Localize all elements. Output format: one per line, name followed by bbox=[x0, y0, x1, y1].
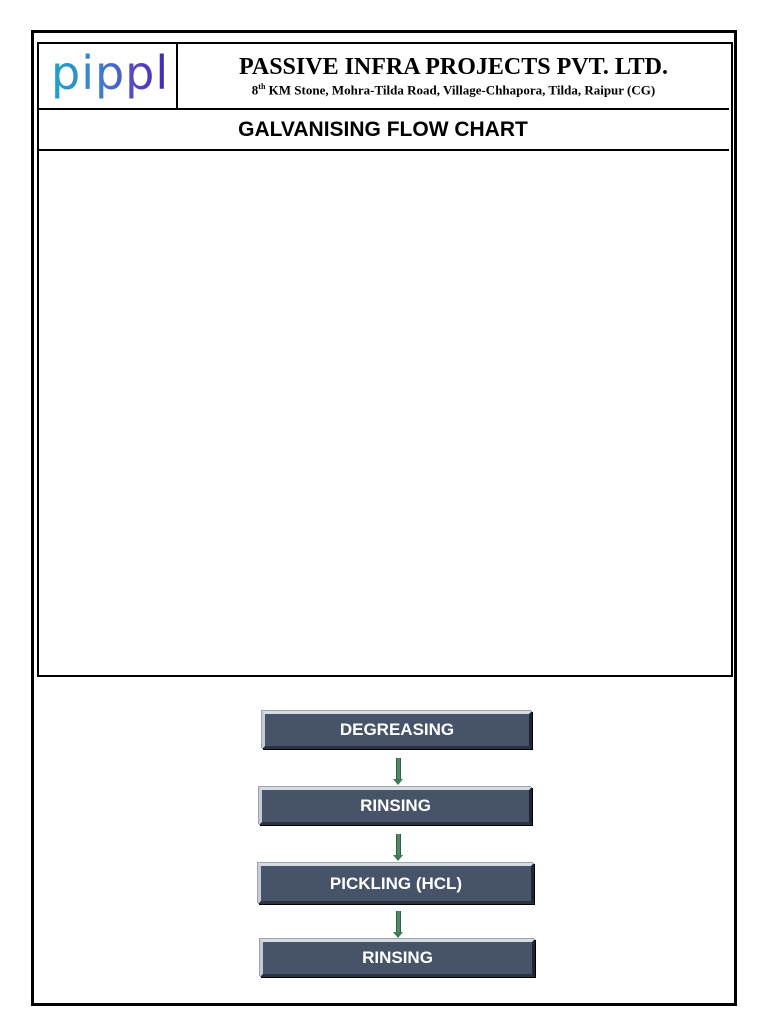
flow-step-pickling: PICKLING (HCL) bbox=[258, 863, 534, 904]
letterhead: pippl PASSIVE INFRA PROJECTS PVT. LTD. 8… bbox=[37, 42, 729, 110]
content-frame bbox=[37, 42, 733, 677]
down-arrow-icon bbox=[393, 911, 403, 938]
logo-cell: pippl bbox=[37, 42, 178, 108]
flow-step-rinsing-2: RINSING bbox=[260, 939, 535, 977]
flow-step-label: DEGREASING bbox=[339, 720, 455, 739]
flow-step-degreasing: DEGREASING bbox=[262, 711, 532, 749]
page-border bbox=[31, 30, 737, 1006]
flow-step-label: PICKLING (HCL) bbox=[329, 873, 463, 893]
company-address: 8th KM Stone, Mohra-Tilda Road, Village-… bbox=[178, 82, 729, 98]
company-name: PASSIVE INFRA PROJECTS PVT. LTD. bbox=[239, 54, 668, 80]
address-rest: KM Stone, Mohra-Tilda Road, Village-Chha… bbox=[265, 82, 656, 98]
title-row: GALVANISING FLOW CHART bbox=[37, 110, 729, 151]
flow-step-label: RINSING bbox=[360, 796, 431, 815]
flow-step-label: RINSING bbox=[362, 948, 433, 967]
address-superscript: th bbox=[258, 82, 266, 91]
document-title: GALVANISING FLOW CHART bbox=[238, 118, 528, 141]
company-logo: pippl bbox=[51, 40, 169, 106]
address-prefix: 8 bbox=[251, 82, 259, 98]
flow-step-rinsing-1: RINSING bbox=[259, 787, 532, 825]
down-arrow-icon bbox=[393, 758, 403, 785]
down-arrow-icon bbox=[393, 834, 403, 861]
